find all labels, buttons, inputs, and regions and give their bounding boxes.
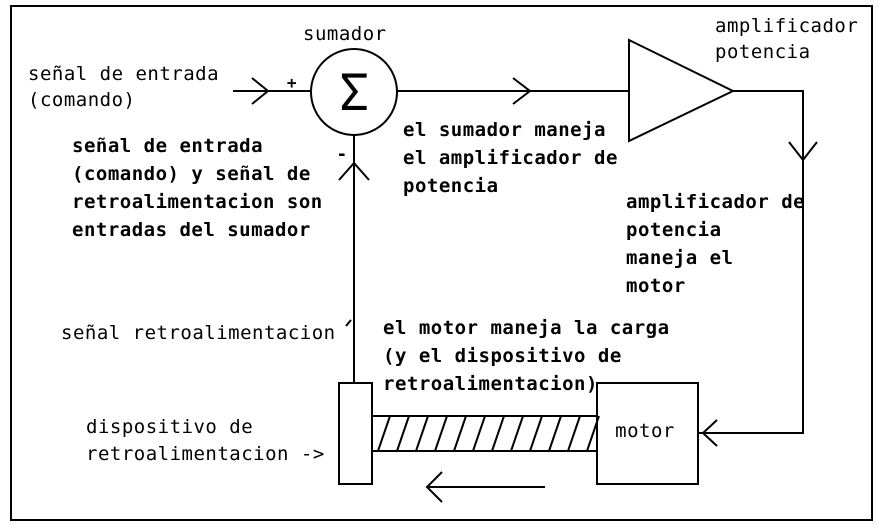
note-inputs: señal de entrada (comando) y señal de re… xyxy=(72,135,323,241)
note-amplificador-line: motor xyxy=(626,275,686,297)
sumador-label: sumador xyxy=(303,23,387,45)
note-motor-line: retroalimentacion) xyxy=(383,373,598,395)
input-label-line2: (comando) xyxy=(28,89,135,111)
note-amplificador-line: potencia xyxy=(626,219,722,241)
note-amplificador: amplificador de potencia maneja el motor xyxy=(626,191,805,297)
note-amplificador-line: amplificador de xyxy=(626,191,805,213)
feedback-arrow-icon xyxy=(338,161,370,181)
down-arrow-icon xyxy=(788,141,818,162)
amplificador-triangle xyxy=(628,38,736,143)
feedback-signal-tick xyxy=(345,319,352,327)
shaft-hatch-line xyxy=(567,415,581,452)
note-amplificador-line: maneja el xyxy=(626,247,733,269)
note-motor: el motor maneja la carga (y el dispositi… xyxy=(383,317,670,395)
shaft-hatch-line xyxy=(396,415,410,452)
motor-input-arrow-icon xyxy=(701,419,718,447)
plus-sign: + xyxy=(287,73,297,92)
minus-sign: - xyxy=(336,144,347,165)
motor-shaft xyxy=(373,415,600,452)
shaft-hatch-line xyxy=(453,415,467,452)
device-label-line2: retroalimentacion -> xyxy=(86,443,325,465)
shaft-hatch-line xyxy=(586,415,600,452)
note-motor-line: (y el dispositivo de xyxy=(383,345,622,367)
shaft-hatch-line xyxy=(377,415,391,452)
amplificador-output-line xyxy=(698,90,804,434)
note-sumador-line: el sumador maneja xyxy=(403,119,606,141)
note-sumador: el sumador maneja el amplificador de pot… xyxy=(403,119,618,197)
note-sumador-line: potencia xyxy=(403,175,499,197)
shaft-hatch-line xyxy=(510,415,524,452)
sumador-output-arrow-icon xyxy=(512,77,532,105)
amplificador-label-line2: potencia xyxy=(715,41,811,63)
shaft-hatch-line xyxy=(548,415,562,452)
note-inputs-line: señal de entrada xyxy=(72,135,263,157)
amplificador-label-line1: amplificador xyxy=(715,15,858,37)
feedback-signal-label: señal retroalimentacion xyxy=(61,322,336,344)
load-direction-arrow-icon xyxy=(425,471,443,503)
shaft-hatch-line xyxy=(491,415,505,452)
shaft-hatch-line xyxy=(472,415,486,452)
device-label-line1: dispositivo de xyxy=(86,416,253,438)
input-arrow-icon xyxy=(251,77,270,105)
shaft-hatch-line xyxy=(529,415,543,452)
input-label-line1: señal de entrada xyxy=(28,63,219,85)
diagram-frame xyxy=(10,5,873,521)
note-inputs-line: entradas del sumador xyxy=(72,219,311,241)
shaft-hatch-line xyxy=(415,415,429,452)
shaft-hatch-line xyxy=(434,415,448,452)
note-sumador-line: el amplificador de xyxy=(403,147,618,169)
note-inputs-line: (comando) y señal de xyxy=(72,163,311,185)
motor-label: motor xyxy=(615,420,675,442)
note-inputs-line: retroalimentacion son xyxy=(72,191,323,213)
sigma-symbol: Σ xyxy=(339,64,369,122)
note-motor-line: el motor maneja la carga xyxy=(383,317,670,339)
feedback-device-box xyxy=(338,382,373,485)
motor-box xyxy=(596,382,699,485)
